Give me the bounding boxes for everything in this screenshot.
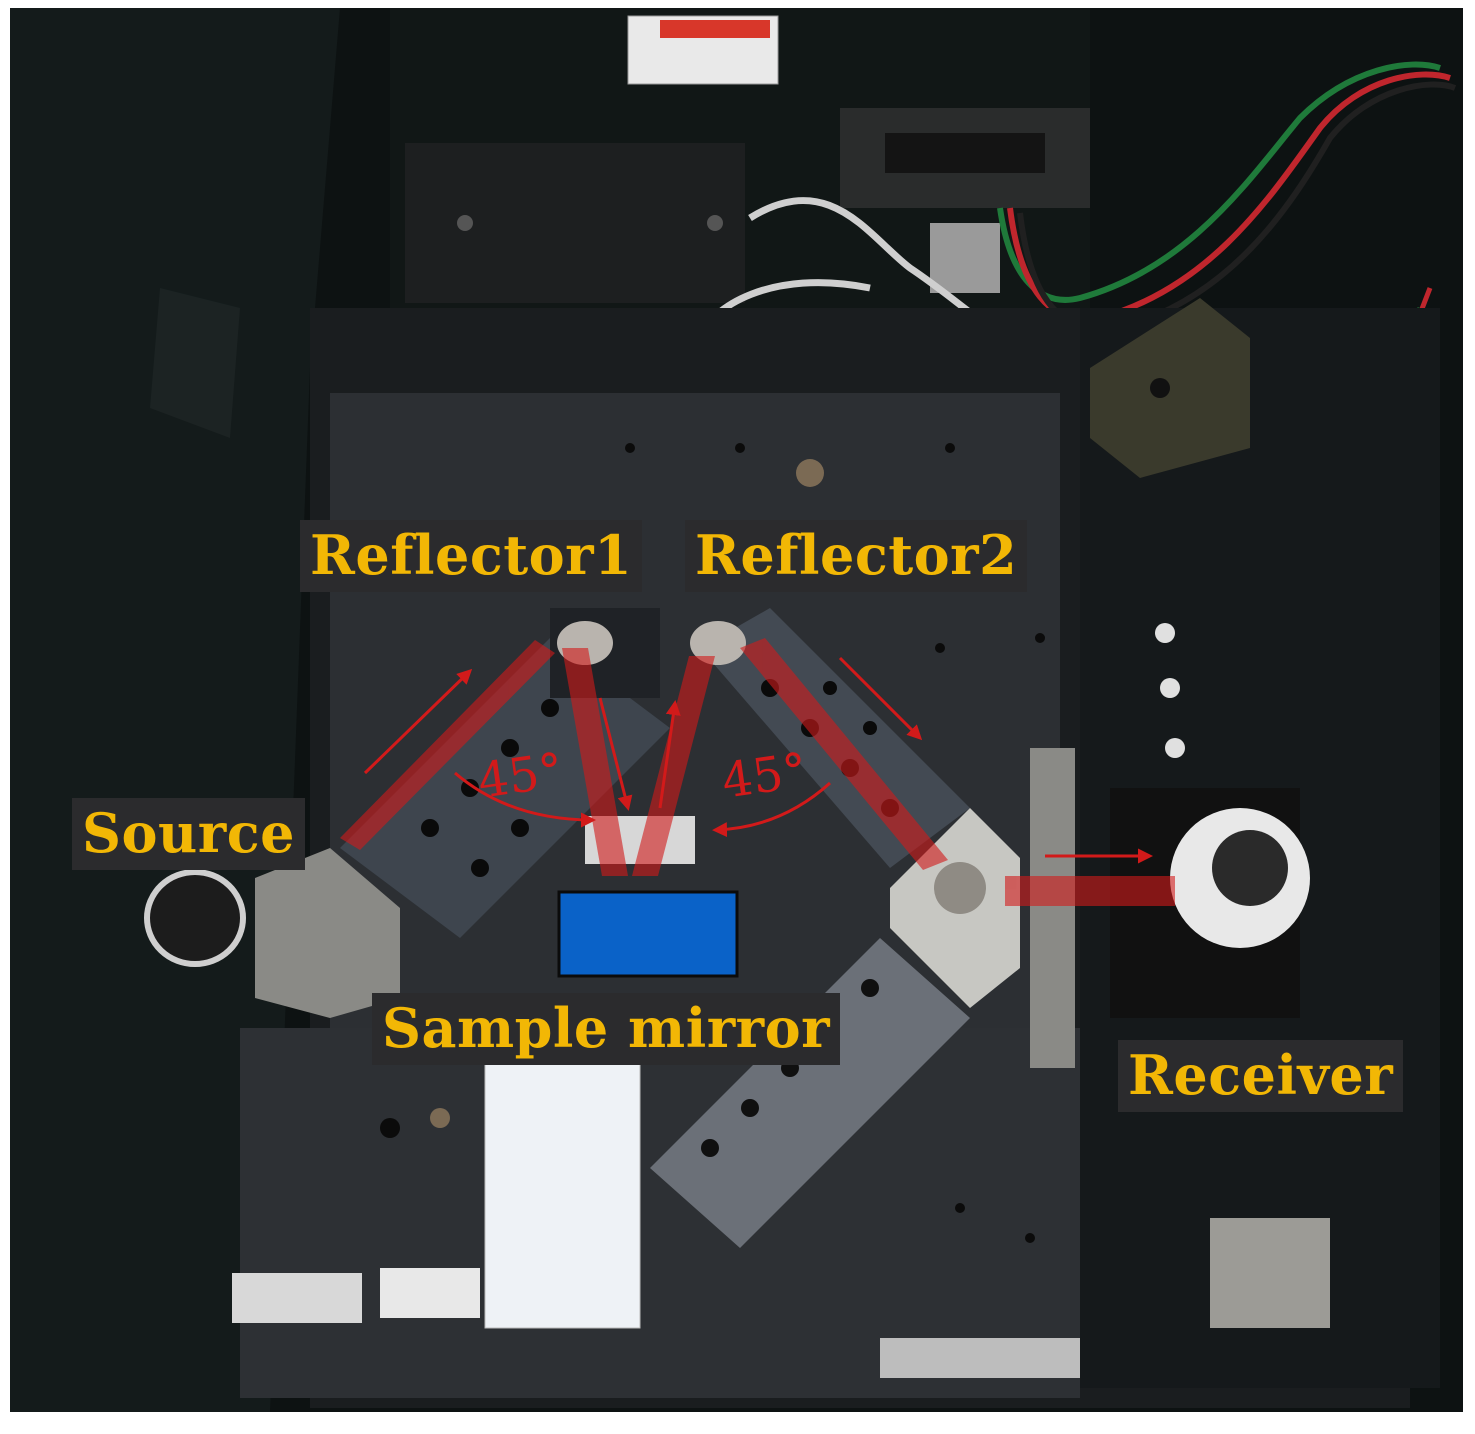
receiver-label: Receiver	[1118, 1040, 1404, 1112]
exit-slit	[1030, 748, 1075, 1068]
certificate-card	[484, 1057, 641, 1329]
wall-shadow	[150, 288, 240, 438]
warning-sticker-band	[660, 20, 770, 38]
beam-arrows	[363, 656, 1153, 864]
sample-block	[557, 890, 739, 978]
connector-socket	[885, 133, 1045, 173]
left-angle-label: 45°	[474, 742, 567, 810]
receiver-motor	[1210, 1218, 1330, 1328]
serial-plug	[930, 223, 1000, 293]
right-angle-label: 45°	[718, 742, 811, 810]
top-box-screw	[707, 215, 723, 231]
top-box	[405, 143, 745, 303]
reflector2-label: Reflector2	[685, 520, 1028, 592]
spectrophotometer-photo	[10, 8, 1463, 1412]
reflector2-knob	[690, 621, 746, 665]
source-label: Source	[72, 798, 305, 870]
sticker-label	[380, 1268, 480, 1318]
light-beam	[340, 638, 1175, 906]
exit-mirror-knob	[934, 862, 986, 914]
lower-rail	[650, 938, 970, 1248]
sample-mirror-label: Sample mirror	[372, 993, 841, 1065]
left-angle-arc	[454, 771, 596, 828]
sticker-label	[232, 1273, 362, 1323]
lower-plate	[240, 1028, 1080, 1398]
source-lamp	[144, 869, 246, 967]
top-box-screw	[457, 215, 473, 231]
reflector1-label: Reflector1	[300, 520, 643, 592]
bottom-bracket	[880, 1338, 1080, 1378]
source-housing	[255, 848, 400, 1018]
right-angle-arc	[712, 781, 832, 838]
